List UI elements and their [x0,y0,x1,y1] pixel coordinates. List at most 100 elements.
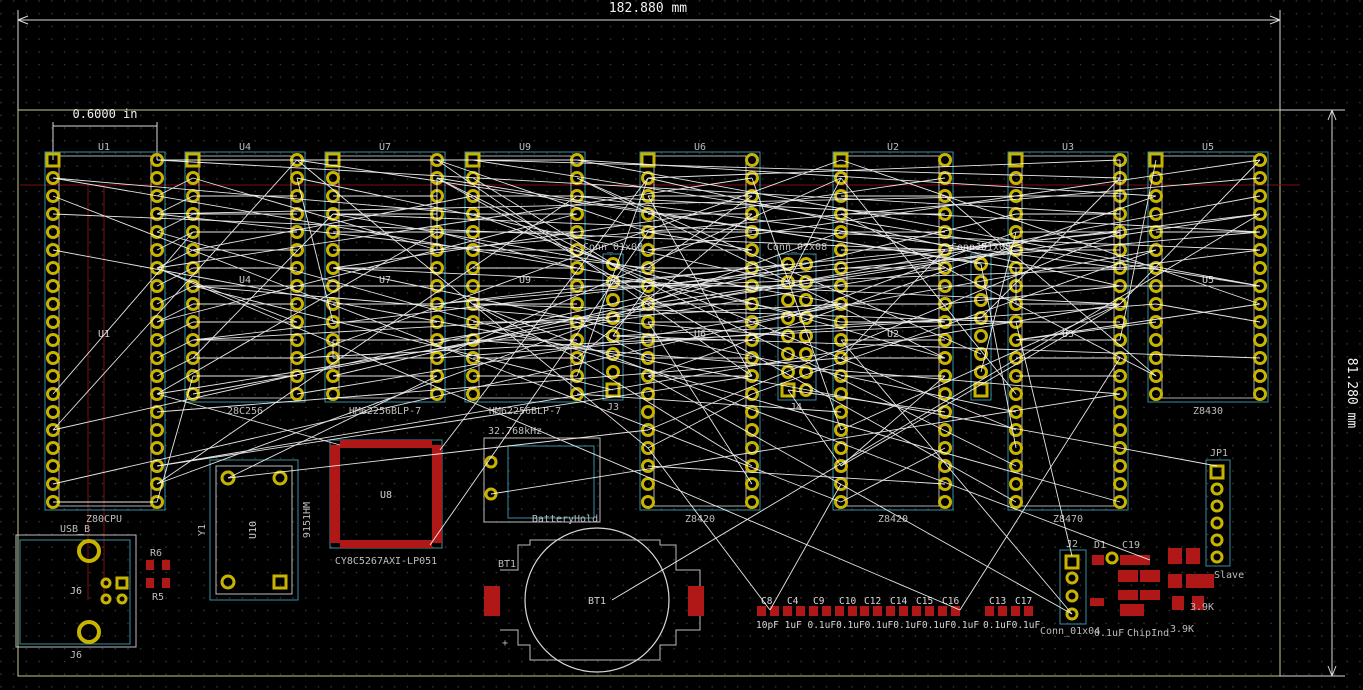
pad [973,382,989,398]
cap-c13[interactable]: C13 [985,596,1007,616]
airwire [156,339,194,359]
airwire [156,231,1121,503]
airwire [192,285,789,337]
cap-c17[interactable]: C17 [1011,596,1033,616]
body-outline [846,155,940,507]
pad [150,297,164,311]
airwire [156,267,946,395]
pad [1009,387,1023,401]
airwire [1119,159,1157,341]
cap-values-1: 10pF 1uF 0.1uF0.1uF0.1uF0.1uF0.1uF0.1uF [756,620,979,631]
pad [1113,441,1127,455]
slave-label: Slave [1214,570,1244,581]
cap-ref: C4 [787,596,799,607]
airwire [840,213,1157,377]
pad [974,329,988,343]
airwire [980,263,1017,449]
courtyard [1147,151,1269,403]
cap-pad [860,606,869,616]
u8-footprint[interactable]: U8 CY8C5267AXI-LP051 9151HM [302,439,443,567]
pad [745,477,759,491]
jp1-footprint[interactable]: JP1 Slave [1205,448,1244,581]
pad [641,477,655,491]
airwire [1015,303,1261,341]
cap-c16[interactable]: C16 [938,596,960,616]
courtyard [184,151,306,403]
pad [1148,152,1164,168]
airwire [647,447,771,611]
airwire [156,267,961,611]
airwire [1015,321,1073,557]
cap-c14[interactable]: C14 [886,596,908,616]
body-outline [1021,155,1115,507]
airwire [612,285,649,337]
bt1-ref: BT1 [498,559,516,570]
airwire [156,195,1017,215]
pad [150,225,164,239]
airwire [647,267,1157,287]
board-edge [17,109,1281,677]
pad [1113,459,1127,473]
y1-value: 9151HM [302,502,313,538]
pad [46,225,60,239]
airwire [647,465,946,485]
dip-value: HM62256BLP-7 [489,406,561,417]
airwire [472,177,614,265]
airwire [332,177,946,269]
pad [1253,369,1267,383]
cap-pad [886,606,895,616]
pad [1253,333,1267,347]
pad [150,315,164,329]
bt1-footprint[interactable]: BT1 BT1 + [484,527,704,673]
cap-pad [822,606,831,616]
ratsnest-lines [52,159,1261,615]
airwire [192,177,438,251]
j2-footprint[interactable]: J2 Conn_01x04 [1040,539,1100,637]
pad [1253,297,1267,311]
cap-ref: C14 [890,596,907,607]
right-smd-cluster: D1 C19 0.1uF ChipInd 3.9K 3.9K [1090,540,1214,639]
airwire [612,317,982,337]
cap-c12[interactable]: C12 [860,596,882,616]
pad [150,243,164,257]
j6-usb-footprint[interactable]: USB_B J6 J6 [15,524,137,661]
pad [1253,189,1267,203]
dip-ref: U5 [1202,142,1214,153]
cap-c4[interactable]: C4 [783,596,805,616]
pad [150,171,164,185]
j2-ref: J2 [1066,539,1078,550]
pad [834,387,848,401]
airwire [156,231,438,395]
cap-c9[interactable]: C9 [809,596,831,616]
airwire [436,177,842,359]
cap-c8[interactable]: C8 [757,596,779,616]
airwire [1155,303,1261,323]
pad [799,257,813,271]
cap-pad [1011,606,1020,616]
u10-footprint[interactable]: U10 Y1 [197,459,299,601]
cap-pad [938,606,947,616]
airwire [156,303,194,323]
airwire [647,231,1121,431]
pad [1149,351,1163,365]
body-outline [58,155,152,507]
pad [834,441,848,455]
airwire [156,213,194,233]
airwire [192,285,614,391]
courtyard [324,151,446,403]
pad [1149,333,1163,347]
airwire [156,159,1121,215]
airwire [944,285,1121,305]
pad [641,405,655,419]
header-value: Conn_01x08 [583,242,643,253]
pad [1149,171,1163,185]
pad [1149,315,1163,329]
r5-r6-footprint[interactable]: R6 R5 [146,548,170,603]
airwire [472,339,1121,395]
pad [46,423,60,437]
cap-c10[interactable]: C10 [835,596,857,616]
airwire [156,195,194,215]
r6-label: R6 [150,548,162,559]
cap-c15[interactable]: C15 [912,596,934,616]
